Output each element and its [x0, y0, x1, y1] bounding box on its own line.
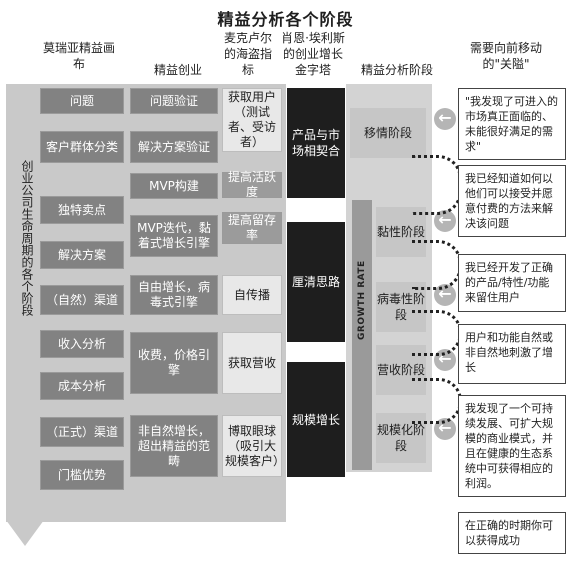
canvas-item-cost: 成本分析 — [40, 372, 124, 400]
pyramid-product-market-fit: 产品与市场相契合 — [287, 88, 345, 198]
down-arrow-icon — [6, 520, 44, 546]
pirate-item-revenue: 获取营收 — [222, 332, 282, 394]
startup-item-free-growth: 自由增长，病毒式引擎 — [130, 275, 218, 315]
startup-item-pricing: 收费，价格引擎 — [130, 332, 218, 394]
pyramid-clarify: 厘清思路 — [287, 222, 345, 342]
header-canvas: 莫瑞亚精益画布 — [42, 41, 115, 71]
canvas-item-problem: 问题 — [40, 88, 124, 114]
left-arrow-circle-icon: ← — [434, 210, 456, 232]
pirate-item-acquisition: 获取用户（测试者、受访者） — [222, 88, 282, 152]
header-pirate: 麦克卢尔的海盗指标 — [223, 31, 272, 77]
dotted-connector — [412, 310, 462, 356]
pirate-item-referral: 自传播 — [222, 275, 282, 315]
phase-stickiness: 黏性阶段 — [376, 207, 426, 257]
canvas-item-formal-channel: （正式）渠道 — [40, 417, 124, 447]
pyramid-scale: 规模增长 — [287, 362, 345, 477]
gate-quote-3: 我已经开发了正确的产品/特性/功能来留住用户 — [458, 254, 566, 312]
startup-item-mvp-iteration: MVP迭代，黏着式增长引擎 — [130, 215, 218, 257]
gate-quote-5: 我发现了一个可持续发展、可扩大规模的商业模式，并且在健康的生态系统中可获得相应的… — [458, 395, 566, 497]
left-arrow-circle-icon: ← — [434, 108, 456, 130]
header-phases: 精益分析阶段 — [360, 63, 433, 77]
gate-quote-4: 用户和功能自然或非自然地刺激了增长 — [458, 324, 566, 384]
canvas-item-solution: 解决方案 — [40, 241, 124, 269]
canvas-item-revenue: 收入分析 — [40, 330, 124, 358]
header-gates: 需要向前移动的"关隘" — [469, 41, 542, 71]
gate-quote-2: 我已经知道如何以他们可以接受并愿意付费的方法来解决该问题 — [458, 165, 566, 237]
lifecycle-label: 创业公司生命周期的各个阶段 — [20, 160, 34, 316]
startup-item-mvp-build: MVP构建 — [130, 173, 218, 199]
header-ellis: 肖恩·埃利斯的创业增长金字塔 — [281, 31, 345, 77]
gate-quote-6: 在正确的时期你可以获得成功 — [458, 512, 566, 554]
startup-item-nonorganic-growth: 非自然增长，超出精益的范畴 — [130, 415, 218, 477]
growth-rate-label: GROWTH RATE — [357, 260, 367, 340]
header-startup: 精益创业 — [153, 63, 202, 77]
pirate-item-attention: 博取眼球（吸引大规模客户） — [222, 415, 285, 477]
pirate-item-activation: 提高活跃度 — [222, 170, 282, 199]
canvas-item-organic-channel: （自然）渠道 — [40, 285, 124, 315]
canvas-item-unique-value: 独特卖点 — [40, 196, 124, 224]
page-title: 精益分析各个阶段 — [217, 10, 354, 29]
dotted-connector — [412, 240, 462, 290]
growth-rate-bar — [352, 200, 372, 470]
phase-virality: 病毒性阶段 — [376, 282, 426, 332]
canvas-item-moat: 门槛优势 — [40, 460, 124, 490]
startup-item-problem-validation: 问题验证 — [130, 88, 218, 114]
startup-item-solution-validation: 解决方案验证 — [130, 131, 218, 163]
gate-quote-1: "我发现了可进入的市场真正面临的、未能很好满足的需求" — [458, 88, 566, 160]
dotted-connector — [412, 378, 462, 424]
canvas-item-customer-segments: 客户群体分类 — [40, 131, 124, 163]
phase-empathy: 移情阶段 — [350, 108, 426, 158]
dotted-connector — [412, 155, 462, 215]
pirate-item-retention: 提高留存率 — [222, 212, 282, 244]
